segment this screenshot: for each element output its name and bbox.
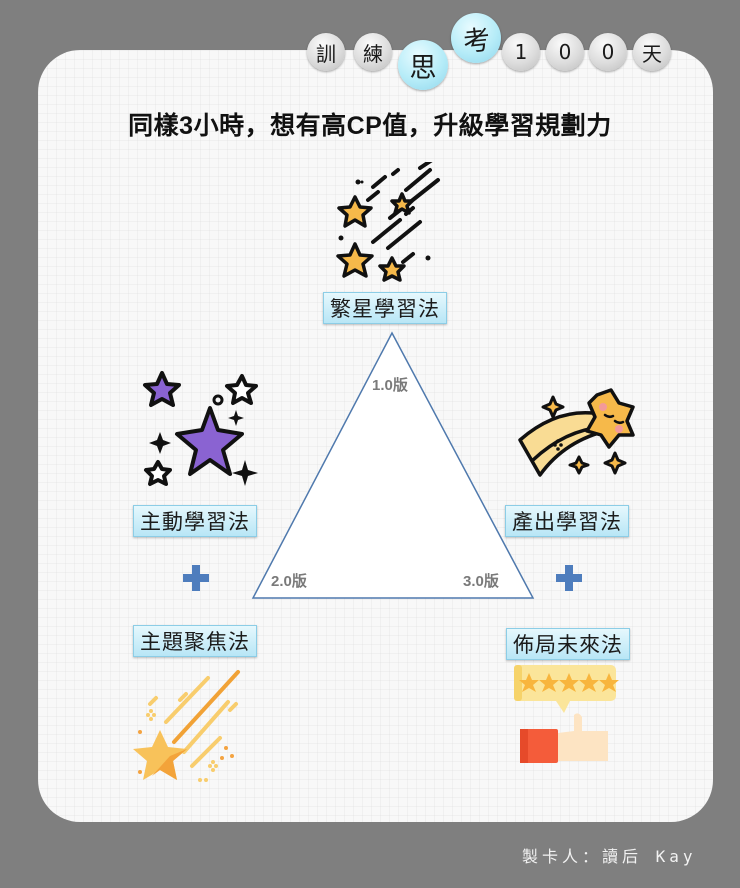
header-badge-4: 考 (451, 13, 501, 63)
method-label-right-top: 產出學習法 (505, 505, 629, 537)
badge-char: 0 (558, 40, 572, 64)
smiling-shooting-star-icon (518, 388, 635, 477)
header-badge-8: 天 (633, 33, 671, 71)
header-badge-3: 思 (398, 40, 448, 90)
plus-icon-left (183, 565, 209, 591)
header-badge-5: 1 (502, 33, 540, 71)
badge-char: 0 (601, 40, 615, 64)
purple-stars-icon (143, 371, 258, 486)
badge-char: 考 (461, 24, 492, 58)
version-triangle (251, 331, 535, 599)
version-label-top: 1.0版 (372, 377, 408, 394)
badge-char: 思 (409, 52, 437, 84)
method-label-top: 繁星學習法 (323, 292, 447, 324)
badge-char: 訓 (316, 41, 336, 66)
method-label-left-bottom: 主題聚焦法 (133, 625, 257, 657)
header-badge-2: 練 (354, 33, 392, 71)
falling-star-icon (133, 670, 240, 782)
header-badge-1: 訓 (307, 33, 345, 71)
five-star-thumbs-up-icon (514, 665, 619, 763)
author-credit: 製卡人：讀后 Kay (522, 847, 697, 866)
page-title: 同樣3小時，想有高CP值，升級學習規劃力 (128, 112, 612, 140)
header-badge-6: 0 (546, 33, 584, 71)
badge-char: 練 (363, 41, 383, 66)
method-label-left-top: 主動學習法 (133, 505, 257, 537)
badge-char: 天 (642, 41, 662, 66)
version-label-right: 3.0版 (463, 573, 499, 590)
method-label-right-bottom: 佈局未來法 (506, 628, 630, 660)
header-badge-7: 0 (589, 33, 627, 71)
shooting-stars-icon (336, 162, 440, 282)
plus-icon-right (556, 565, 582, 591)
badge-char: 1 (514, 40, 528, 64)
version-label-left: 2.0版 (271, 573, 307, 590)
